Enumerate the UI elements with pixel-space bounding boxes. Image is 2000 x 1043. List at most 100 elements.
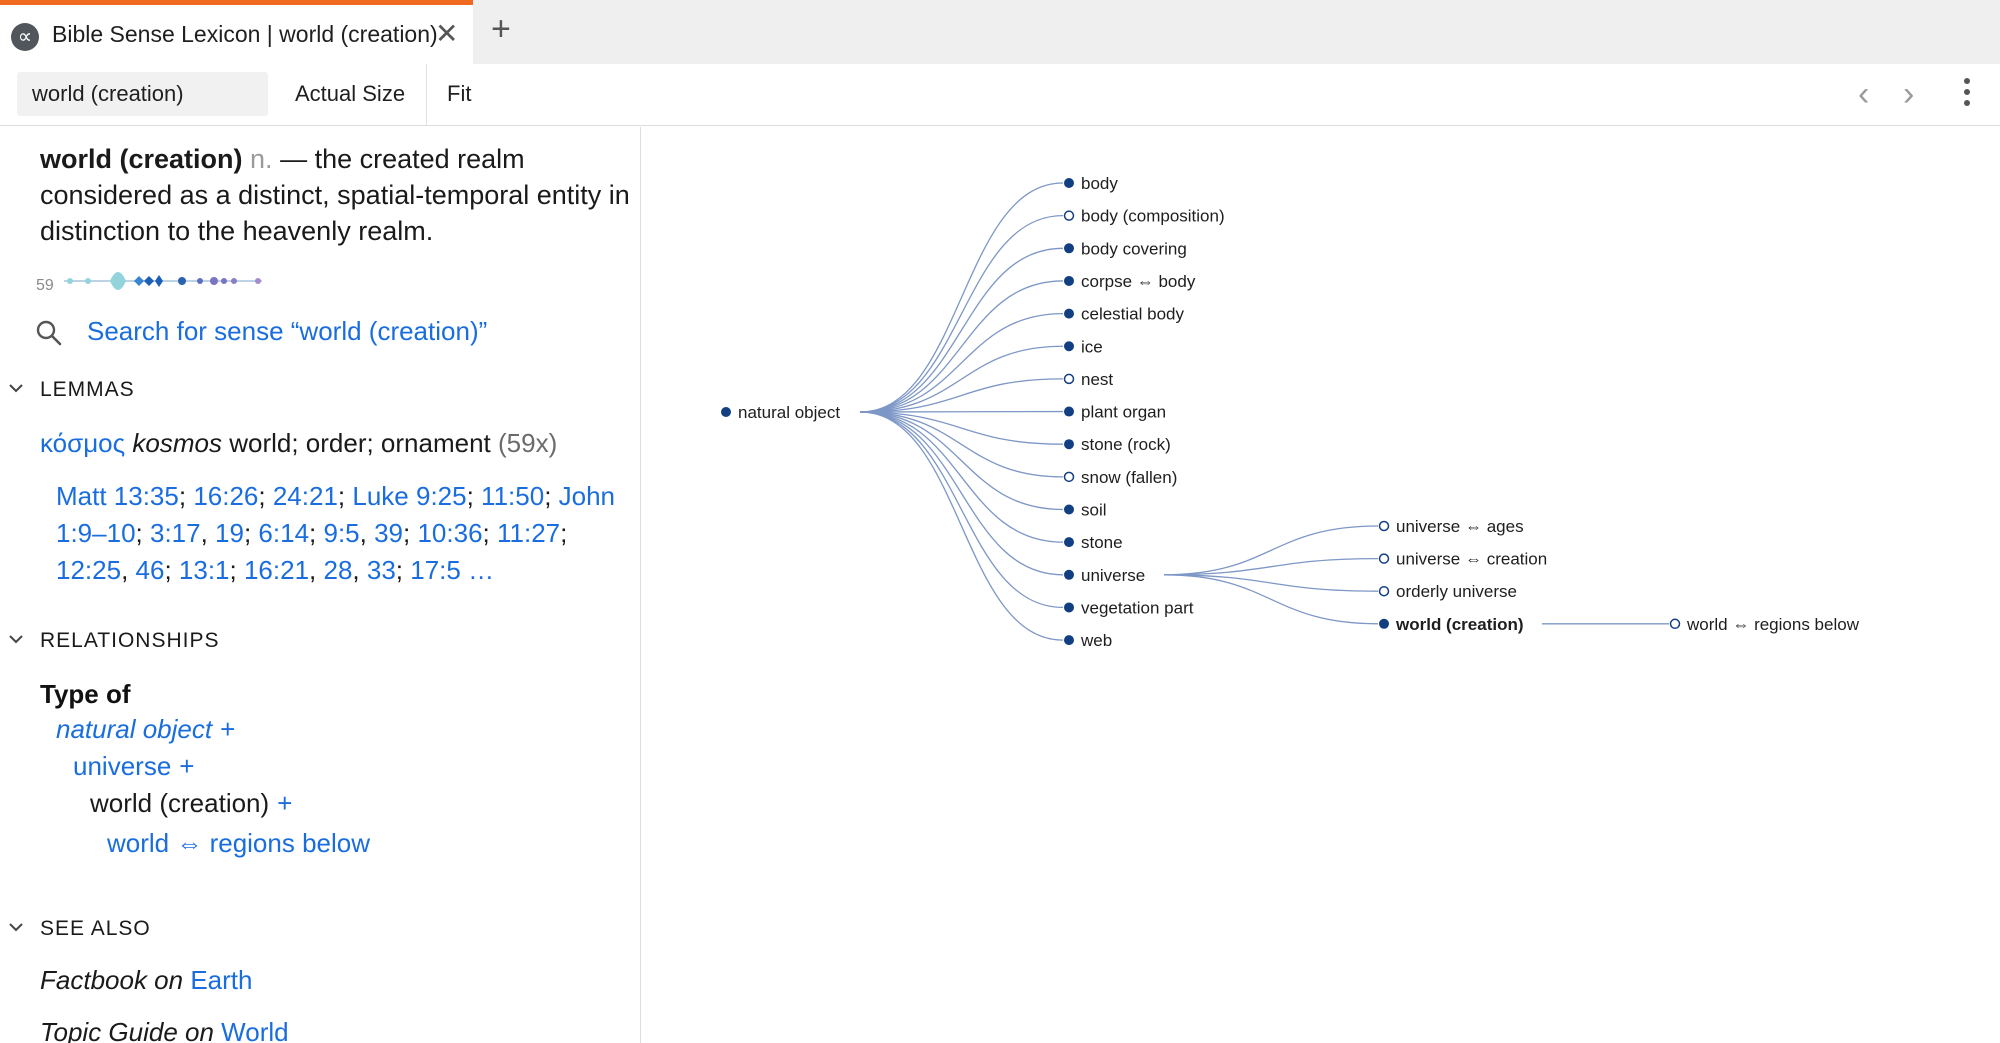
relationship-world-creation: world (creation)+ [90, 788, 292, 819]
lemma-greek-link[interactable]: κόσμος [40, 428, 126, 458]
scripture-reference-link[interactable]: 9:5 [323, 518, 360, 548]
scripture-reference-link[interactable]: 28 [323, 555, 353, 585]
vegetation-part-label[interactable]: vegetation part [1081, 598, 1194, 617]
more-options-icon[interactable] [1964, 78, 1972, 111]
expand-plus-icon[interactable]: + [277, 788, 293, 818]
frequency-count: 59 [36, 277, 54, 294]
scripture-reference-link[interactable]: 3:17 [149, 518, 201, 548]
actual-size-button[interactable]: Actual Size [279, 72, 421, 116]
world-regions-below-label[interactable]: world ⇔ regions below [1686, 615, 1860, 634]
relationships-section-header[interactable]: RELATIONSHIPS [0, 629, 600, 659]
tab-bible-sense-lexicon[interactable]: ∝ Bible Sense Lexicon | world (creation)… [0, 0, 473, 64]
scripture-reference-link[interactable]: 19 [215, 518, 244, 548]
graph-edge [859, 345, 1064, 413]
natural-object-label[interactable]: natural object [738, 403, 840, 422]
stone-rock-label[interactable]: stone (rock) [1081, 435, 1171, 454]
world-creation-label[interactable]: world (creation) [1395, 615, 1524, 634]
expand-plus-icon[interactable]: + [179, 751, 195, 781]
stone-rock-node-dot[interactable] [1064, 439, 1074, 450]
natural-object-link[interactable]: natural object [56, 714, 213, 744]
close-tab-icon[interactable]: ✕ [435, 18, 459, 49]
corpse-body-label[interactable]: corpse ⇔ body [1081, 272, 1196, 291]
scripture-reference-link[interactable]: John 1:9–10 [56, 481, 616, 548]
definition-text: — the created realm considered as a dist… [40, 144, 630, 246]
scripture-reference-link[interactable]: 11:27 [497, 518, 561, 548]
universe-node-dot[interactable] [1064, 569, 1074, 580]
scripture-reference-link[interactable]: Matt 13:35 [56, 481, 179, 511]
body-covering-node-dot[interactable] [1064, 243, 1074, 254]
scripture-reference-link[interactable]: Luke 9:25 [352, 481, 467, 511]
corpse-body-node-dot[interactable] [1064, 275, 1074, 286]
new-tab-plus-icon[interactable]: + [491, 10, 511, 48]
body-composition-label[interactable]: body (composition) [1081, 207, 1225, 226]
orderly-universe-label[interactable]: orderly universe [1396, 582, 1517, 601]
relationship-natural-object: natural object+ [56, 714, 235, 745]
body-label[interactable]: body [1081, 174, 1118, 193]
universe-creation-node-dot[interactable] [1378, 553, 1390, 564]
web-node-dot[interactable] [1064, 635, 1074, 646]
sense-hierarchy-graph[interactable]: natural object body body (composition) body… [642, 127, 2000, 1043]
body-covering-label[interactable]: body covering [1081, 239, 1187, 258]
universe-creation-label[interactable]: universe ⇔ creation [1396, 550, 1547, 569]
frequency-distribution-chart[interactable] [62, 265, 272, 302]
reference-list: Matt 13:35; 16:26; 24:21; Luke 9:25; 11:… [56, 478, 631, 589]
plant-organ-node-dot[interactable] [1064, 406, 1074, 417]
celestial-body-node-dot[interactable] [1064, 308, 1074, 319]
logos-app-icon: ∝ [11, 23, 39, 51]
stone-label[interactable]: stone [1081, 533, 1123, 552]
universe-label[interactable]: universe [1081, 566, 1145, 585]
lemmas-section-header[interactable]: LEMMAS [0, 378, 600, 408]
sense-graph-pane[interactable]: natural object body body (composition) body… [642, 127, 2000, 1043]
nest-node-dot[interactable] [1063, 373, 1075, 385]
panel-toolbar: Actual Size Fit ‹ › [0, 64, 2000, 126]
world-regions-below-link[interactable]: world ⇔ regions below [107, 828, 371, 858]
scripture-reference-link[interactable]: 16:21 [243, 555, 310, 585]
back-arrow-icon[interactable]: ‹ [1858, 75, 1870, 113]
snow-fallen-node-dot[interactable] [1063, 471, 1075, 483]
vegetation-part-node-dot[interactable] [1064, 602, 1074, 613]
forward-arrow-icon[interactable]: › [1903, 75, 1915, 113]
scripture-reference-link[interactable]: 6:14 [258, 518, 310, 548]
universe-ages-label[interactable]: universe ⇔ ages [1396, 517, 1524, 536]
scripture-reference-link[interactable]: 13:1 [178, 555, 230, 585]
celestial-body-label[interactable]: celestial body [1081, 305, 1185, 324]
scripture-reference-link[interactable]: 16:26 [193, 481, 259, 511]
orderly-universe-node-dot[interactable] [1378, 585, 1390, 597]
soil-node-dot[interactable] [1064, 504, 1074, 515]
web-label[interactable]: web [1080, 631, 1112, 650]
scripture-reference-link[interactable]: 10:36 [417, 518, 483, 548]
topic-guide-world-link[interactable]: World [221, 1017, 289, 1043]
universe-ages-node-dot[interactable] [1378, 520, 1390, 532]
ice-label[interactable]: ice [1081, 337, 1103, 356]
scripture-reference-link[interactable]: 39 [374, 518, 404, 548]
soil-label[interactable]: soil [1081, 501, 1107, 520]
scripture-reference-link[interactable]: 33 [366, 555, 396, 585]
scripture-reference-link[interactable]: 12:25 [56, 555, 122, 585]
body-node-dot[interactable] [1064, 178, 1074, 188]
factbook-earth-link[interactable]: Earth [190, 965, 253, 995]
universe-link[interactable]: universe [73, 751, 172, 781]
graph-edge [859, 411, 1064, 576]
factbook-entry: Factbook on Earth [40, 965, 252, 996]
world-regions-below-node-dot[interactable] [1669, 618, 1681, 630]
graph-edge [859, 312, 1064, 413]
scripture-reference-link[interactable]: 11:50 [481, 481, 545, 511]
ice-node-dot[interactable] [1064, 341, 1074, 352]
world-creation-node-dot[interactable] [1379, 618, 1389, 629]
see-also-section-header[interactable]: SEE ALSO [0, 917, 600, 947]
nest-label[interactable]: nest [1081, 370, 1113, 389]
stone-node-dot[interactable] [1064, 537, 1074, 548]
scripture-reference-link[interactable]: 17:5 … [410, 555, 495, 585]
body-composition-node-dot[interactable] [1063, 210, 1075, 221]
natural-object-node-dot[interactable] [721, 407, 731, 417]
topic-guide-prefix: Topic Guide on [40, 1017, 222, 1043]
plant-organ-label[interactable]: plant organ [1081, 403, 1166, 422]
expand-plus-icon[interactable]: + [220, 714, 236, 744]
scripture-reference-link[interactable]: 46 [135, 555, 165, 585]
scripture-reference-link[interactable]: 24:21 [272, 481, 338, 511]
chevron-down-icon [9, 635, 23, 644]
snow-fallen-label[interactable]: snow (fallen) [1081, 468, 1177, 487]
reference-separator: ; [337, 481, 353, 511]
fit-button[interactable]: Fit [431, 72, 487, 116]
sense-search-input[interactable] [17, 72, 268, 116]
